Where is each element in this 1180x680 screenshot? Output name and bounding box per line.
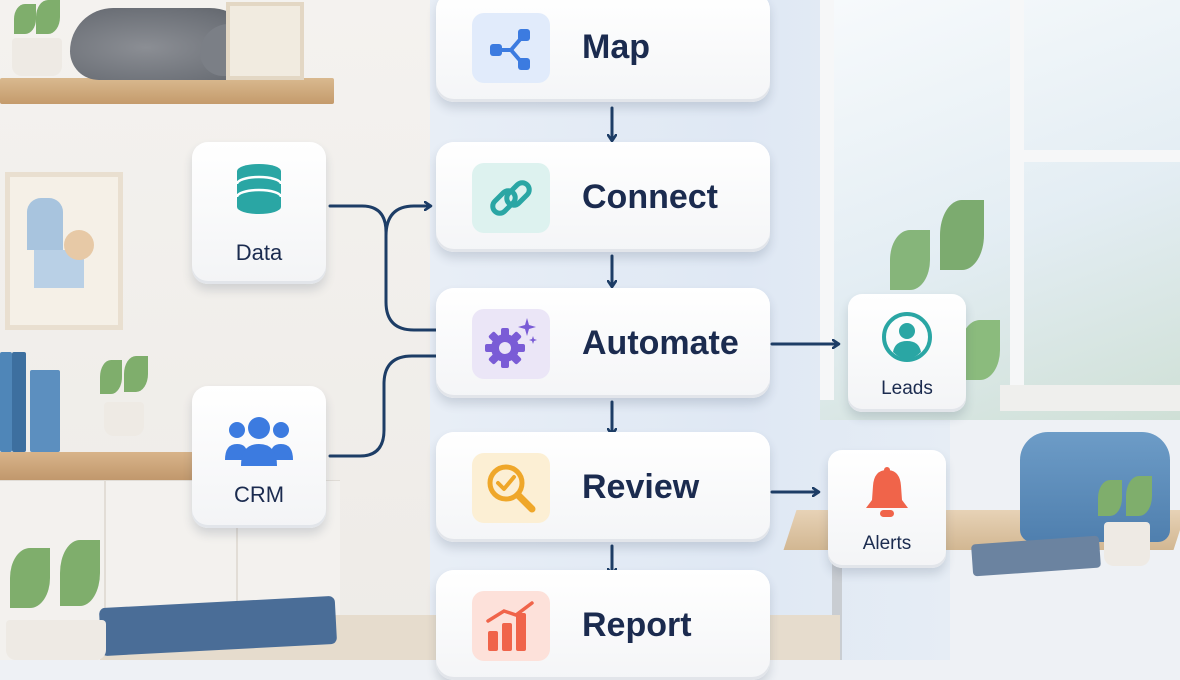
connector-lines — [328, 106, 1180, 660]
window-frame — [820, 0, 834, 400]
plant-leaf — [1126, 476, 1152, 516]
step-label: Connect — [582, 177, 718, 216]
plant-leaf — [100, 360, 122, 394]
window-sill — [1000, 385, 1180, 411]
side-shelf — [0, 452, 200, 482]
connector-data-to-automate — [328, 204, 438, 332]
step-label: Report — [582, 605, 692, 644]
cabinet-seam — [236, 480, 238, 660]
input-crm[interactable]: CRM — [192, 386, 326, 528]
connector-crm-to-automate — [328, 354, 438, 458]
plant-pot — [12, 38, 62, 76]
input-label: Data — [235, 240, 283, 265]
window-frame — [1010, 0, 1024, 400]
plant-leaf — [960, 320, 1000, 380]
step-map[interactable]: Map — [436, 0, 770, 102]
wall-art-shape — [27, 198, 63, 250]
input-label: CRM — [233, 482, 285, 507]
wall-art-shape — [64, 230, 94, 260]
plant-leaf — [10, 548, 50, 608]
magnifier-check-icon — [472, 453, 550, 523]
desk-leg — [832, 545, 842, 660]
step-automate[interactable]: Automate — [436, 288, 770, 398]
connector-data-to-connect — [384, 206, 430, 238]
output-label: Leads — [881, 378, 933, 399]
plant-leaf — [36, 0, 60, 34]
wall-shelf — [0, 78, 334, 104]
plant-leaf — [940, 200, 984, 270]
step-connect[interactable]: Connect — [436, 142, 770, 252]
plant-pot — [104, 402, 144, 436]
book — [0, 352, 12, 452]
book — [30, 370, 60, 452]
step-report[interactable]: Report — [436, 570, 770, 680]
share-nodes-icon — [472, 13, 550, 83]
step-review[interactable]: Review — [436, 432, 770, 542]
plant-pot — [6, 620, 106, 660]
plant-leaf — [14, 4, 36, 34]
input-data[interactable]: Data — [192, 142, 326, 284]
output-alerts[interactable]: Alerts — [828, 450, 946, 568]
database-icon — [192, 162, 326, 218]
step-label: Review — [582, 467, 700, 506]
users-icon — [192, 416, 326, 470]
plant-leaf — [890, 230, 930, 290]
user-circle-icon — [848, 310, 966, 364]
cabinet-seam — [104, 480, 106, 660]
link-icon — [472, 163, 550, 233]
photo-frame — [226, 2, 304, 80]
plant-leaf — [1098, 480, 1122, 516]
output-label: Alerts — [862, 533, 912, 554]
step-label: Map — [582, 27, 650, 66]
step-label: Automate — [582, 323, 739, 362]
bar-chart-icon — [472, 591, 550, 661]
bell-icon — [828, 466, 946, 522]
plant-pot — [1104, 522, 1150, 566]
plant-leaf — [60, 540, 100, 606]
output-leads[interactable]: Leads — [848, 294, 966, 412]
plant-leaf — [124, 356, 148, 392]
window-frame — [1010, 150, 1180, 162]
gear-sparkle-icon — [472, 309, 550, 379]
book — [12, 352, 26, 452]
